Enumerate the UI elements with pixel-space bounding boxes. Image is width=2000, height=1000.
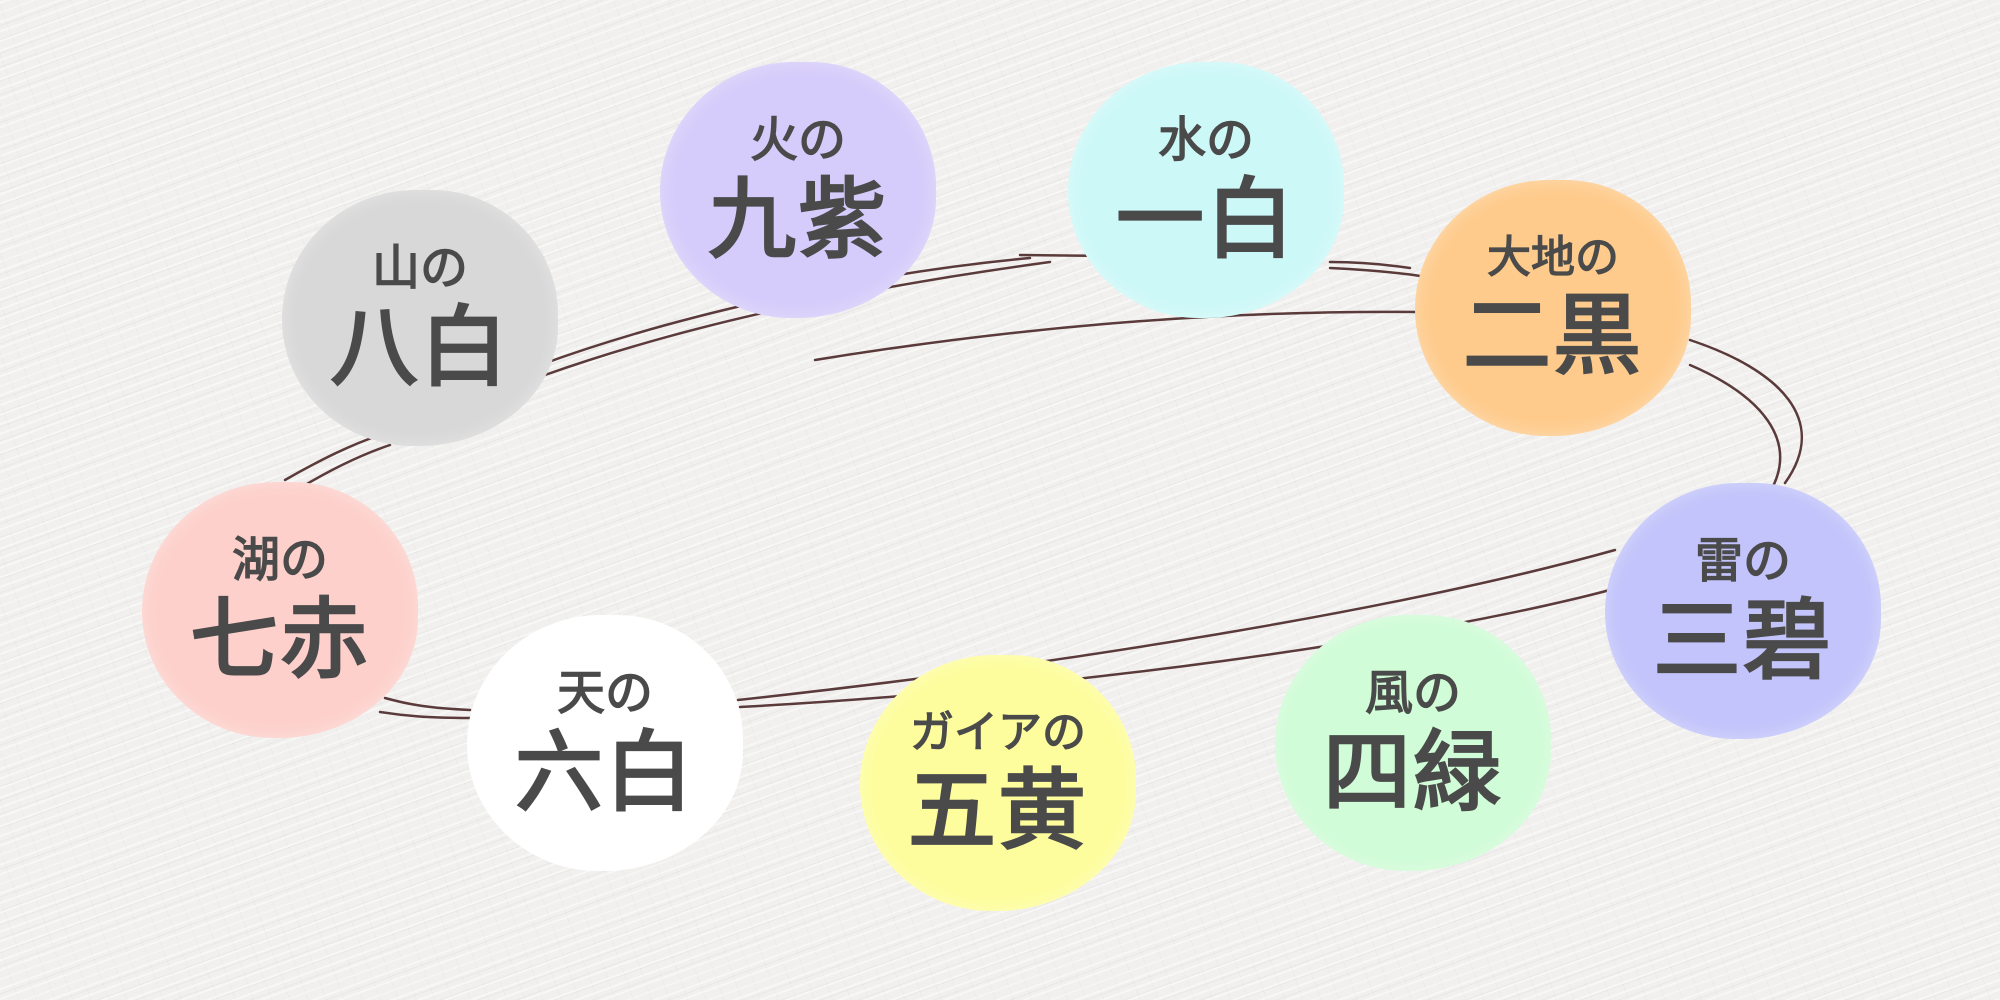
orbit-line [378,710,472,720]
node-ippaku: 水の 一白 [1068,62,1344,318]
node-prefix: 火の [749,112,846,168]
node-prefix: 天の [556,665,653,721]
node-prefix: 山の [371,240,468,296]
orbit-line [298,443,392,490]
node-prefix: 風の [1364,665,1461,721]
node-main: 一白 [1115,168,1296,271]
orbit-line [1328,266,1422,278]
orbit-line [1688,338,1804,485]
node-roppaku: 天の 六白 [467,615,743,871]
orbit-line [738,588,1612,709]
node-shiroku: 風の 四緑 [1275,615,1551,871]
node-main: 二黒 [1462,284,1643,387]
node-goou: ガイアの 五黄 [860,655,1136,911]
node-prefix: 雷の [1694,533,1791,589]
orbit-line [813,310,1422,362]
node-main: 五黄 [907,759,1088,862]
node-jikoku: 大地の 二黒 [1415,180,1691,436]
node-happaku: 山の 八白 [282,190,558,446]
orbit-line [283,433,382,482]
node-main: 八白 [329,296,510,399]
node-prefix: 大地の [1487,232,1619,283]
orbit-line [736,548,1617,702]
node-main: 三碧 [1652,589,1833,692]
node-main: 九紫 [707,168,888,271]
node-main: 六白 [514,721,695,824]
node-main: 七赤 [189,588,370,691]
orbit-line [383,696,472,712]
node-main: 四緑 [1322,721,1503,824]
node-kyushi: 火の 九紫 [660,62,936,318]
node-sanpeki: 雷の 三碧 [1605,483,1881,739]
node-shichiseki: 湖の 七赤 [142,482,418,738]
orbit-line [1688,363,1782,494]
orbit-line [1328,260,1412,270]
node-prefix: 水の [1157,112,1254,168]
node-prefix: 湖の [231,532,328,588]
node-prefix: ガイアの [910,707,1086,758]
